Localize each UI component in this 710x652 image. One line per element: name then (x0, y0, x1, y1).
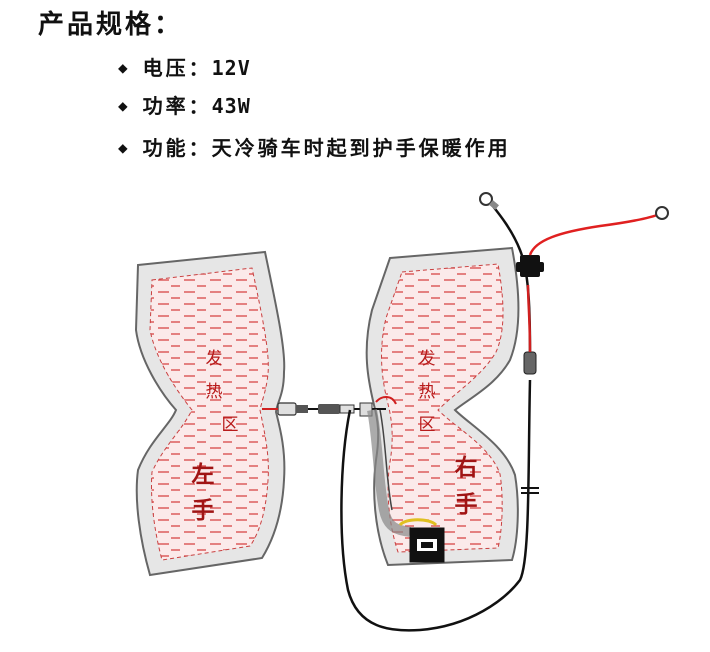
page-title: 产品规格： (38, 10, 184, 40)
positive-wire (526, 284, 532, 353)
left-hand-char-2: 手 (192, 498, 215, 524)
fuse-holder (516, 255, 544, 277)
inline-connector (523, 351, 537, 375)
interconnect-cable (262, 402, 386, 417)
right-zone-char-1: 发 (419, 349, 436, 369)
ring-terminal-red (655, 206, 669, 220)
right-hand-char-2: 手 (455, 492, 478, 518)
spec-value: 43W (211, 94, 251, 118)
spec-voltage: ◆ 电压：12V (118, 52, 251, 81)
diamond-bullet-icon: ◆ (118, 138, 129, 157)
spec-value: 天冷骑车时起到护手保暖作用 (211, 136, 511, 160)
spec-label: 功率： (142, 94, 212, 118)
spec-label: 功能： (142, 136, 212, 160)
right-hand-char-1: 右 (455, 454, 478, 481)
left-hand-char-1: 左 (192, 462, 215, 488)
internal-cable-bundle (367, 396, 411, 537)
left-zone-char-2: 热 (206, 382, 223, 402)
spec-power: ◆ 功率：43W (118, 90, 251, 119)
left-zone-char-1: 发 (206, 349, 223, 369)
diamond-bullet-icon: ◆ (118, 96, 129, 115)
right-zone-char-2: 热 (419, 382, 436, 402)
right-zone-char-3: 区 (419, 415, 436, 435)
diamond-bullet-icon: ◆ (118, 58, 129, 77)
power-cable (340, 379, 532, 632)
spec-label: 电压： (142, 56, 212, 80)
spec-value: 12V (211, 56, 251, 80)
ring-terminal-black (479, 192, 499, 210)
spec-function: ◆ 功能：天冷骑车时起到护手保暖作用 (118, 132, 511, 161)
left-zone-char-3: 区 (222, 415, 239, 435)
left-heating-pad: 发 热 区 左 手 (134, 250, 286, 577)
controller-box (398, 518, 445, 563)
right-heating-pad: 发 热 区 右 手 (365, 246, 520, 567)
